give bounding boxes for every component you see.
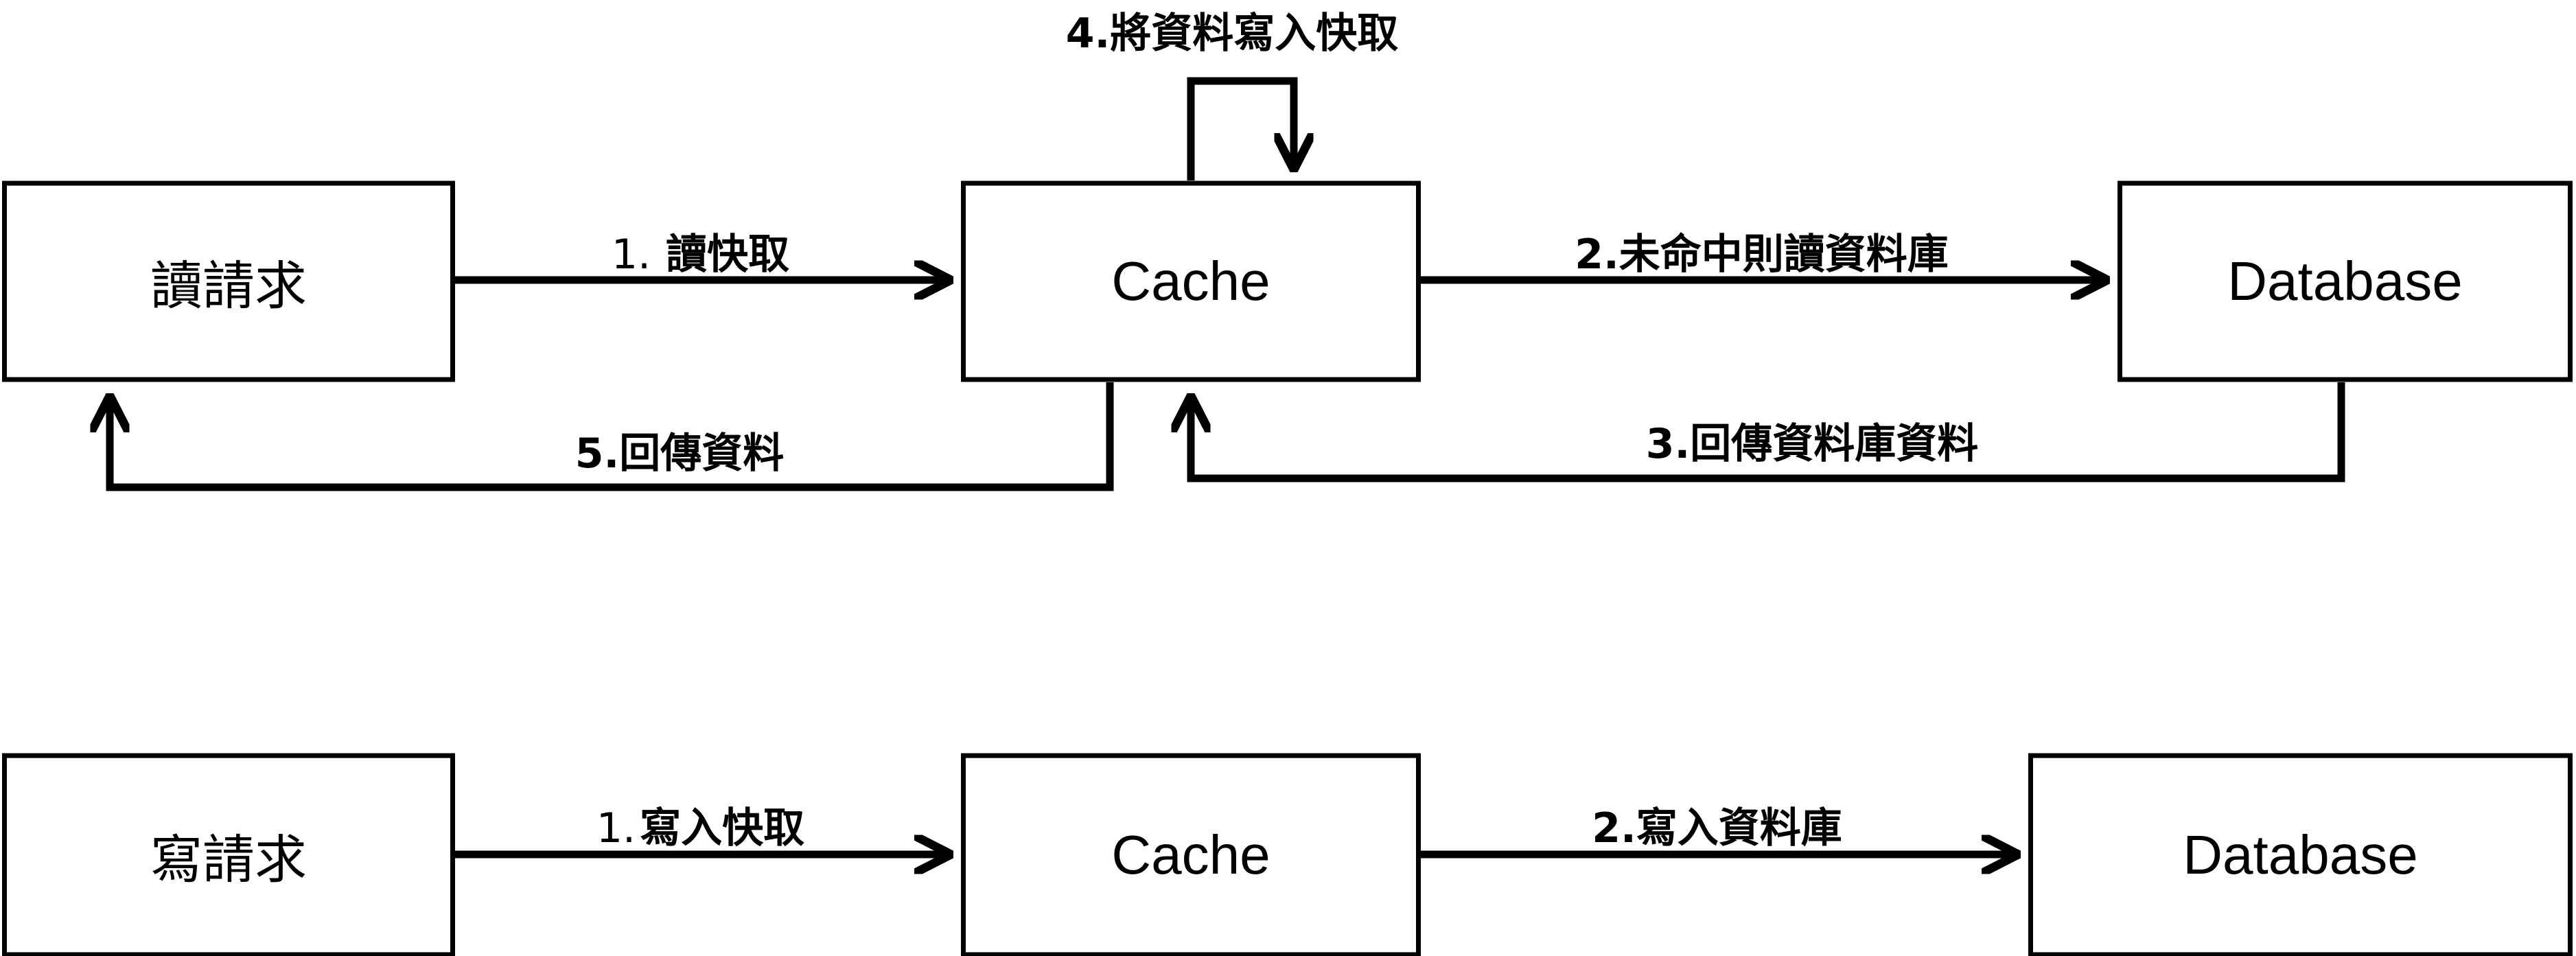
node-read-cache[interactable] [961, 180, 1421, 382]
edge-5-return-data-arrow [110, 382, 1114, 491]
edge-w1-step-number: 1. [596, 804, 636, 852]
edge-w2-write-db-label: 2.寫入資料庫 [1592, 804, 1842, 852]
edge-1-step-number: 1. [611, 231, 651, 279]
node-write-cache[interactable] [961, 753, 1421, 956]
edge-3-return-db-data-label: 3.回傳資料庫資料 [1645, 420, 1979, 468]
edge-2-miss-read-db-label: 2.未命中則讀資料庫 [1575, 231, 1949, 279]
node-write-database[interactable] [2028, 753, 2573, 956]
edge-w1-write-cache-label: 1.寫入快取 [455, 795, 946, 854]
edge-w1-step-text: 寫入快取 [640, 804, 805, 852]
node-write-request[interactable] [2, 753, 455, 956]
node-read-request[interactable] [2, 180, 455, 382]
edge-1-step-text: 讀快取 [666, 231, 790, 279]
edge-4-write-into-cache-label: 4.將資料寫入快取 [1065, 10, 1399, 58]
edge-4-write-into-cache-arrow [1187, 77, 1294, 180]
edge-3-return-db-data-arrow [1191, 382, 2345, 482]
edge-5-return-data-label: 5.回傳資料 [575, 430, 785, 478]
edge-1-read-cache-label: 1. 讀快取 [455, 221, 946, 281]
node-read-database[interactable] [2117, 180, 2573, 382]
